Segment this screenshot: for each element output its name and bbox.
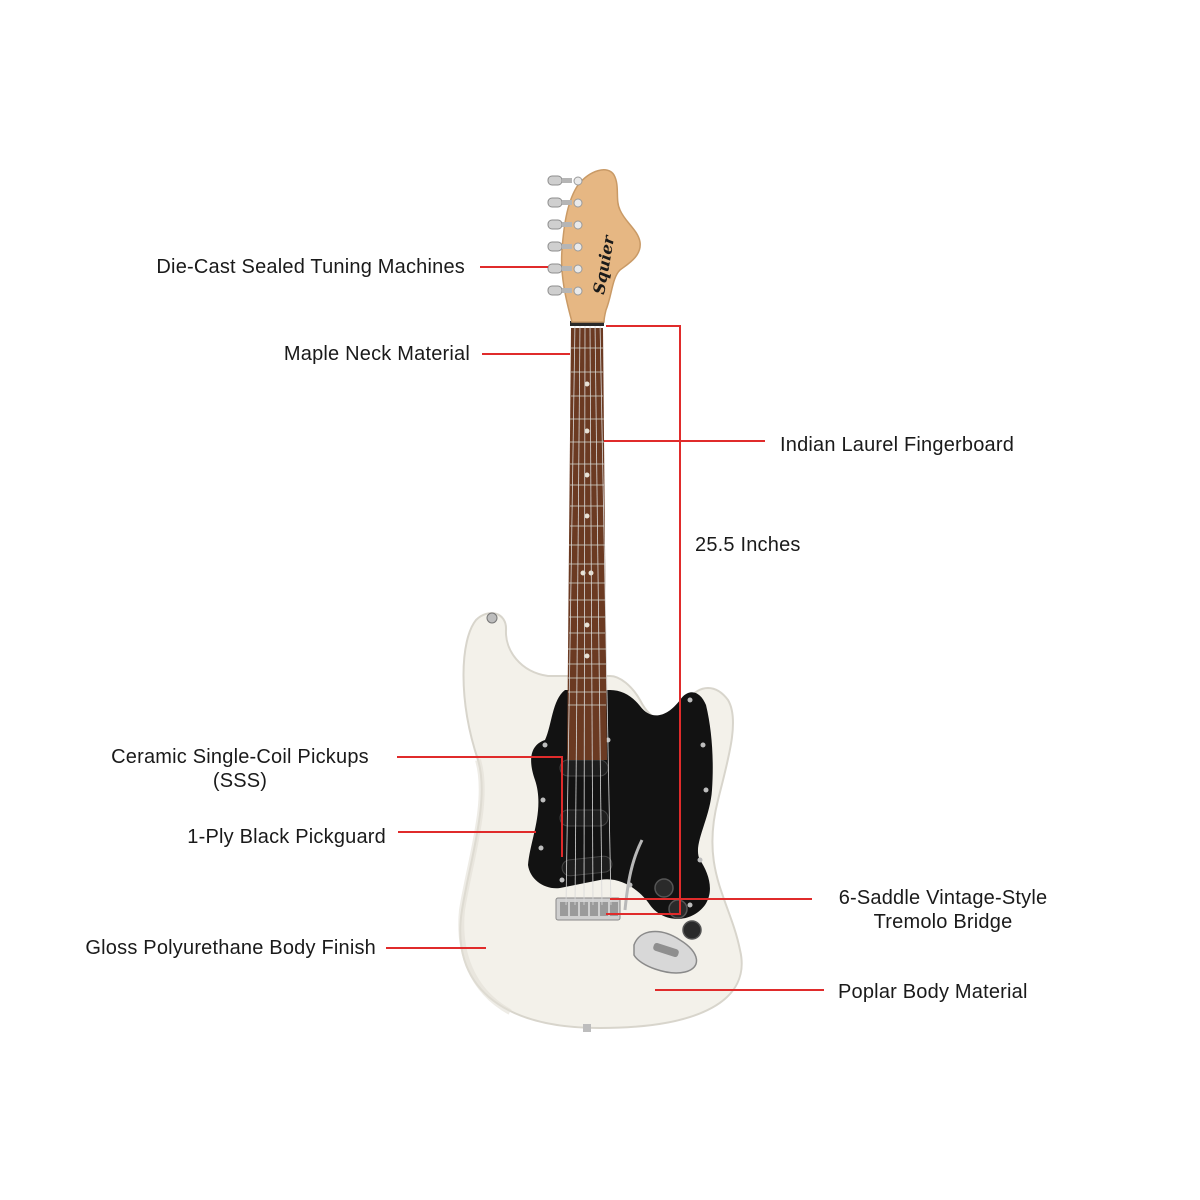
- strings: [565, 321, 612, 906]
- control-knobs: [654, 878, 702, 940]
- label-tuning-machines: Die-Cast Sealed Tuning Machines: [156, 256, 465, 278]
- tremolo-arm: [623, 839, 644, 911]
- label-neck-material: Maple Neck Material: [283, 343, 470, 365]
- label-body-material: Poplar Body Material: [838, 981, 1028, 1003]
- label-pickups: Ceramic Single-Coil Pickups (SSS): [90, 745, 390, 793]
- label-scale-length: 25.5 Inches: [695, 534, 801, 556]
- tremolo-bridge: [555, 897, 621, 921]
- label-pickguard: 1-Ply Black Pickguard: [187, 826, 386, 848]
- label-fingerboard: Indian Laurel Fingerboard: [780, 434, 1015, 456]
- label-pickups-line1: Ceramic Single-Coil Pickups: [111, 746, 369, 768]
- label-pickups-line2: (SSS): [212, 770, 268, 792]
- frets: [568, 347, 606, 706]
- label-bridge: 6-Saddle Vintage-Style Tremolo Bridge: [818, 886, 1068, 934]
- leader-scale: [606, 325, 681, 915]
- pickguard-screws: [538, 697, 709, 908]
- leader-lines: [386, 266, 824, 991]
- tuning-machines: [547, 175, 583, 296]
- label-body-finish: Gloss Polyurethane Body Finish: [85, 937, 376, 959]
- label-bridge-line2: Tremolo Bridge: [873, 911, 1013, 933]
- strap-button-top: [486, 612, 498, 624]
- label-bridge-line1: 6-Saddle Vintage-Style: [838, 887, 1048, 909]
- leader-pickups: [397, 756, 563, 857]
- nut: [570, 321, 604, 326]
- headstock: [560, 169, 641, 323]
- strap-button-bottom: [583, 1024, 591, 1032]
